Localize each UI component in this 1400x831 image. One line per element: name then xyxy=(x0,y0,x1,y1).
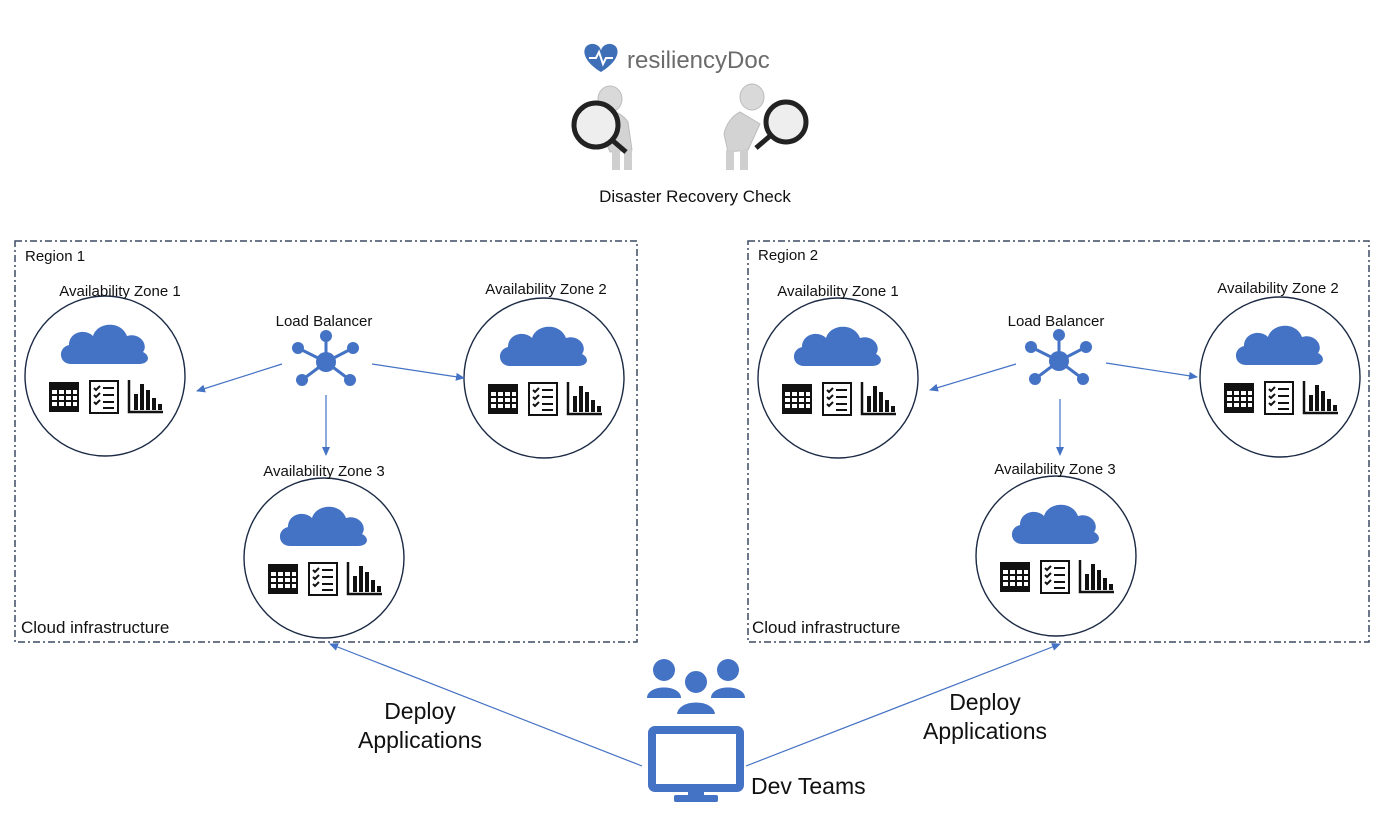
people-icon xyxy=(647,659,745,716)
checklist-icon xyxy=(822,382,852,416)
checklist-icon xyxy=(89,380,119,414)
load-balancer-icon xyxy=(292,330,359,386)
checklist-icon xyxy=(308,562,338,596)
region-1-load-balancer-label: Load Balancer xyxy=(275,313,373,330)
region-2-az3-zone xyxy=(975,475,1137,637)
region-2-label: Region 2 xyxy=(758,247,819,264)
checklist-icon xyxy=(528,382,558,416)
monitor-icon xyxy=(648,726,744,802)
inspector-figure-left xyxy=(571,85,633,170)
region-1-az2-zone xyxy=(463,297,625,459)
region-2-az1-label: Availability Zone 1 xyxy=(777,283,899,300)
checklist-icon xyxy=(1264,381,1294,415)
region-1-az2-circle xyxy=(463,297,625,459)
checklist-icon xyxy=(1040,560,1070,594)
region-2-boundary xyxy=(747,240,1370,643)
region-1-az1-circle xyxy=(24,295,186,457)
lb-arrow-r2-az2 xyxy=(1105,362,1198,380)
region-1-boundary xyxy=(14,240,638,643)
deploy-label-left-line2: Applications xyxy=(357,727,483,753)
dev-teams-label: Dev Teams xyxy=(751,773,866,799)
table-icon xyxy=(1000,562,1030,592)
diagram-caption: Disaster Recovery Check xyxy=(599,187,791,206)
deploy-label-right-line1: Deploy xyxy=(949,689,1021,715)
deploy-arrow-region-2 xyxy=(745,643,1061,767)
region-1-label: Region 1 xyxy=(25,248,86,265)
heart-pulse-icon xyxy=(584,43,618,72)
lb-arrow-r1-az2 xyxy=(371,363,465,381)
region-1-az3-circle xyxy=(243,477,405,639)
inspector-figure-right xyxy=(723,83,809,170)
load-balancer-icon xyxy=(1025,329,1092,385)
deploy-arrow-region-1 xyxy=(329,643,643,767)
table-icon xyxy=(268,564,298,594)
region-2-footer: Cloud infrastructure xyxy=(752,618,901,637)
region-2-az3-circle xyxy=(975,475,1137,637)
region-1-az3-label: Availability Zone 3 xyxy=(263,463,385,480)
region-2-az2-circle xyxy=(1199,296,1361,458)
logo-text: resiliencyDoc xyxy=(627,47,770,74)
table-icon xyxy=(1224,383,1254,413)
region-2-load-balancer-label: Load Balancer xyxy=(1007,313,1105,330)
region-1-az3-zone xyxy=(243,477,405,639)
region-2-az2-zone xyxy=(1199,296,1361,458)
deploy-label-left: Deploy Applications xyxy=(358,697,482,755)
region-2-az3-label: Availability Zone 3 xyxy=(994,461,1116,478)
region-1-az1-zone xyxy=(24,295,186,457)
deploy-label-right: Deploy Applications xyxy=(923,688,1047,746)
region-2-az1-zone xyxy=(757,297,919,459)
region-1-az1-label: Availability Zone 1 xyxy=(59,283,181,300)
deploy-label-right-line2: Applications xyxy=(922,718,1048,744)
table-icon xyxy=(488,384,518,414)
region-2-az2-label: Availability Zone 2 xyxy=(1217,280,1339,297)
region-1-footer: Cloud infrastructure xyxy=(21,618,170,637)
deploy-label-left-line1: Deploy xyxy=(384,698,456,724)
table-icon xyxy=(782,384,812,414)
region-2-az1-circle xyxy=(757,297,919,459)
region-1-az2-label: Availability Zone 2 xyxy=(485,281,607,298)
table-icon xyxy=(49,382,79,412)
lb-arrow-r1-az1 xyxy=(196,363,283,393)
lb-arrow-r2-az1 xyxy=(929,363,1017,392)
